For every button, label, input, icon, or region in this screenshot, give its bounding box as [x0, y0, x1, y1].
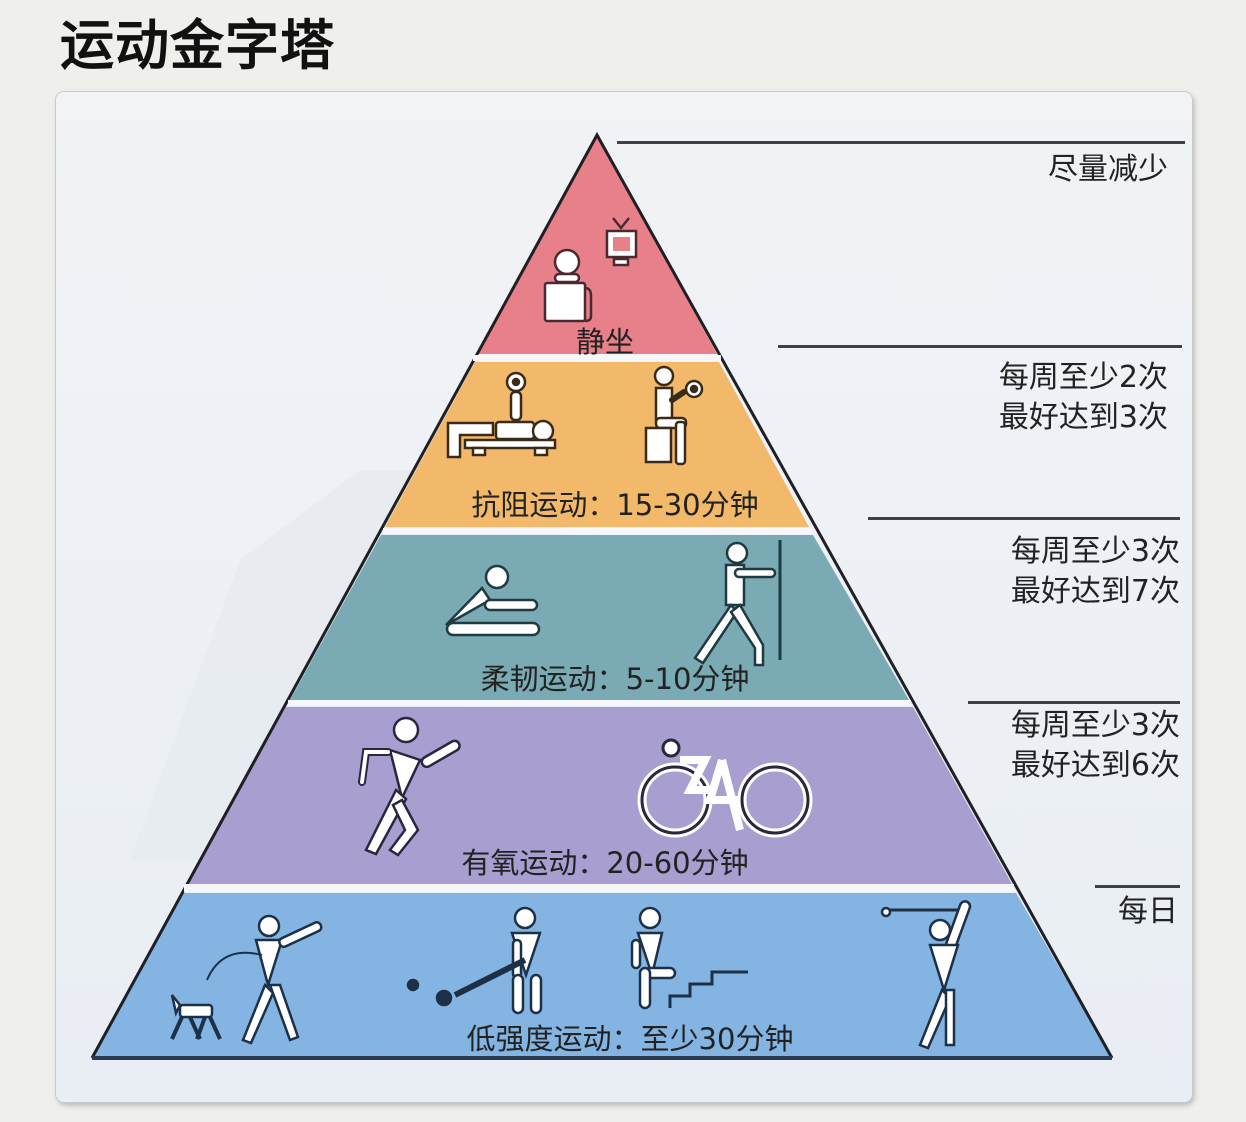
- level-low-intensity: [92, 893, 1112, 1058]
- bench-press-icon: [446, 371, 557, 459]
- freq-line: 每周至少3次: [1010, 708, 1180, 743]
- label-resistance: 抗阻运动：15-30分钟: [471, 488, 759, 522]
- freq-flexibility: 每周至少3次 最好达到7次: [1011, 532, 1180, 612]
- tv-icon: [605, 217, 638, 267]
- freq-sedentary: 尽量减少: [1048, 150, 1168, 190]
- dog-walking-icon: [170, 914, 323, 1045]
- stair-climbing-icon: [630, 906, 748, 1010]
- level-resistance: [385, 362, 809, 527]
- freq-line: 最好达到3次: [998, 400, 1168, 435]
- divider-sedentary: [617, 141, 1185, 144]
- freq-line: 每日: [1118, 894, 1178, 929]
- freq-line: 最好达到7次: [1010, 574, 1180, 609]
- label-aerobic: 有氧运动：20-60分钟: [461, 846, 749, 880]
- wall-stretch-icon: [693, 540, 782, 667]
- freq-line: 每周至少3次: [1010, 534, 1180, 569]
- freq-line: 每周至少2次: [998, 360, 1168, 395]
- person-at-desk-icon: [543, 248, 593, 323]
- divider-resistance: [778, 345, 1182, 348]
- freq-line: 尽量减少: [1048, 152, 1168, 187]
- divider-aerobic: [968, 701, 1180, 704]
- sweeping-icon: [406, 906, 543, 1015]
- seated-dumbbell-icon: [644, 365, 704, 466]
- golf-icon: [880, 900, 972, 1050]
- level-sedentary: [477, 135, 717, 354]
- freq-line: 最好达到6次: [1010, 748, 1180, 783]
- freq-resistance: 每周至少2次 最好达到3次: [999, 358, 1168, 438]
- divider-low-intensity: [1095, 885, 1180, 888]
- label-sedentary: 静坐: [575, 325, 634, 359]
- stretching-floor-icon: [445, 564, 541, 637]
- label-flexibility: 柔韧运动：5-10分钟: [480, 662, 750, 696]
- label-low-intensity: 低强度运动：至少30分钟: [466, 1022, 794, 1056]
- freq-aerobic: 每周至少3次 最好达到6次: [1011, 706, 1180, 786]
- freq-low-intensity: 每日: [1118, 892, 1178, 932]
- running-icon: [358, 716, 461, 857]
- page-title: 运动金字塔: [60, 14, 335, 77]
- divider-flexibility: [868, 517, 1180, 520]
- cycling-icon: [637, 738, 813, 838]
